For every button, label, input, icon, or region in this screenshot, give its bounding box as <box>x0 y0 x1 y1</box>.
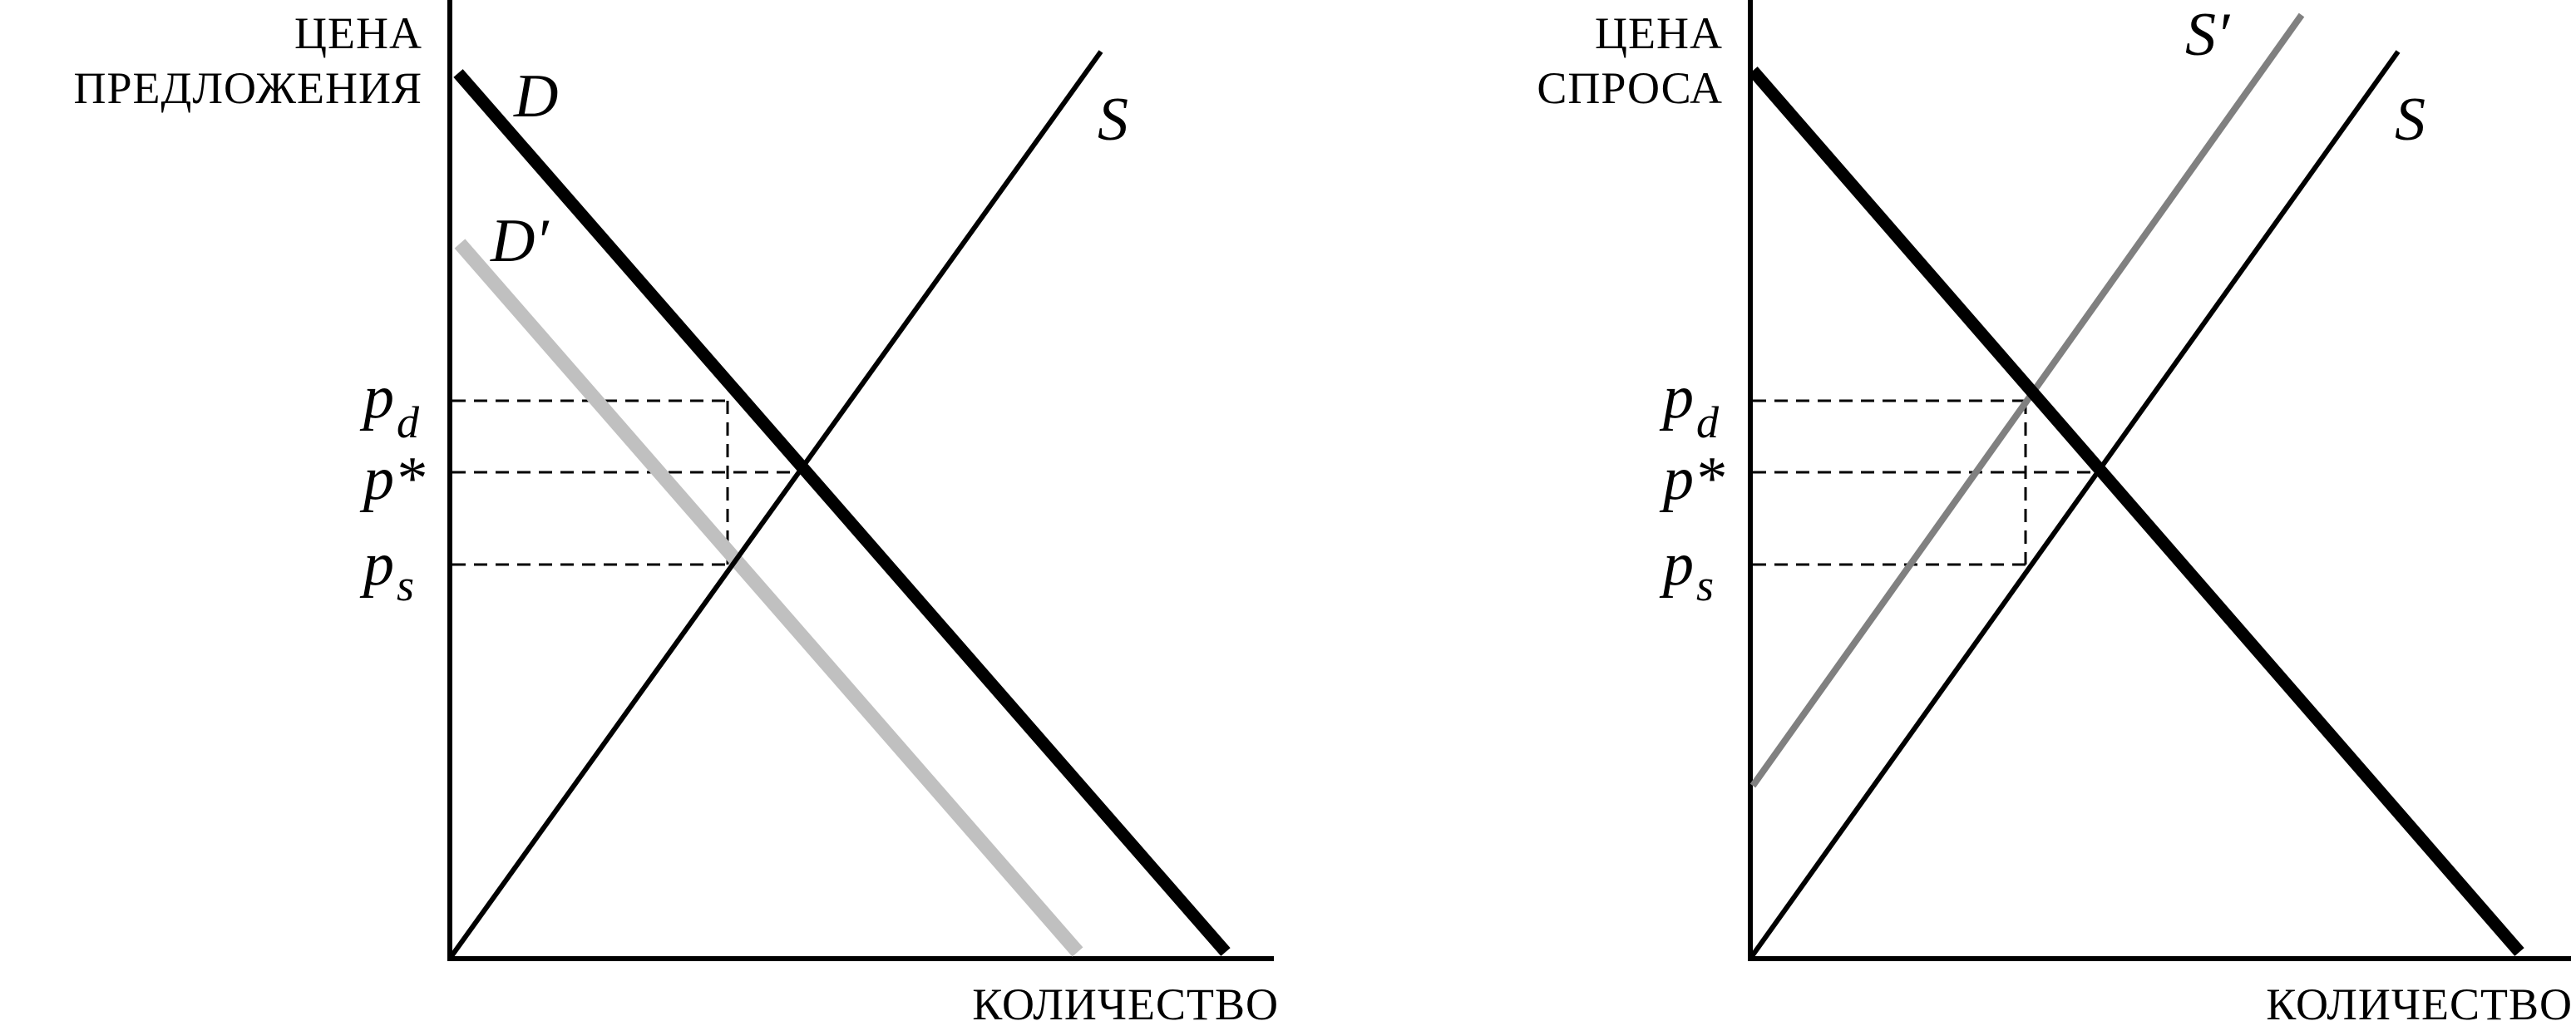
svg-text:p: p <box>1659 363 1694 432</box>
left-demand-shifted-curve <box>454 239 1083 957</box>
left-price-label-pd: p d <box>359 363 420 447</box>
svg-text:s: s <box>397 560 414 610</box>
right-y-axis-title-line2: СПРОСА <box>1537 63 1723 113</box>
left-supply-curve <box>449 50 1103 958</box>
left-label-supply: S <box>1098 86 1128 154</box>
right-supply-shifted-curve <box>1749 12 2305 788</box>
left-price-label-peq: p* <box>359 445 425 513</box>
svg-text:p: p <box>359 363 394 432</box>
right-label-supply: S <box>2395 86 2425 154</box>
right-panel: ЦЕНА СПРОСА КОЛИЧЕСТВО S′ S p d p* p s <box>1537 0 2573 1026</box>
right-demand-curve <box>1748 67 2524 956</box>
left-panel: ЦЕНА ПРЕДЛОЖЕНИЯ КОЛИЧЕСТВО D D′ S p d p… <box>73 0 1279 1026</box>
left-label-demand-shifted: D′ <box>490 207 550 275</box>
right-label-supply-shifted: S′ <box>2185 1 2231 69</box>
right-supply-curve <box>1749 50 2401 958</box>
svg-text:d: d <box>1696 397 1720 447</box>
right-price-label-peq: p* <box>1659 445 1725 513</box>
svg-text:d: d <box>397 397 420 447</box>
left-y-axis-title-line2: ПРЕДЛОЖЕНИЯ <box>73 63 422 113</box>
left-label-demand: D <box>513 62 558 131</box>
left-y-axis-title-line1: ЦЕНА <box>294 8 422 58</box>
left-demand-curve <box>453 69 1231 956</box>
svg-text:p: p <box>1659 530 1694 599</box>
left-x-axis-title: КОЛИЧЕСТВО <box>972 979 1279 1026</box>
right-x-axis-title: КОЛИЧЕСТВО <box>2266 979 2573 1026</box>
left-price-label-ps: p s <box>359 530 414 610</box>
right-price-label-pd: p d <box>1659 363 1720 447</box>
svg-text:p: p <box>359 530 394 599</box>
svg-text:s: s <box>1696 560 1714 610</box>
right-price-guides <box>1753 399 2097 566</box>
right-y-axis-title-line1: ЦЕНА <box>1595 8 1723 58</box>
right-price-label-ps: p s <box>1659 530 1714 610</box>
